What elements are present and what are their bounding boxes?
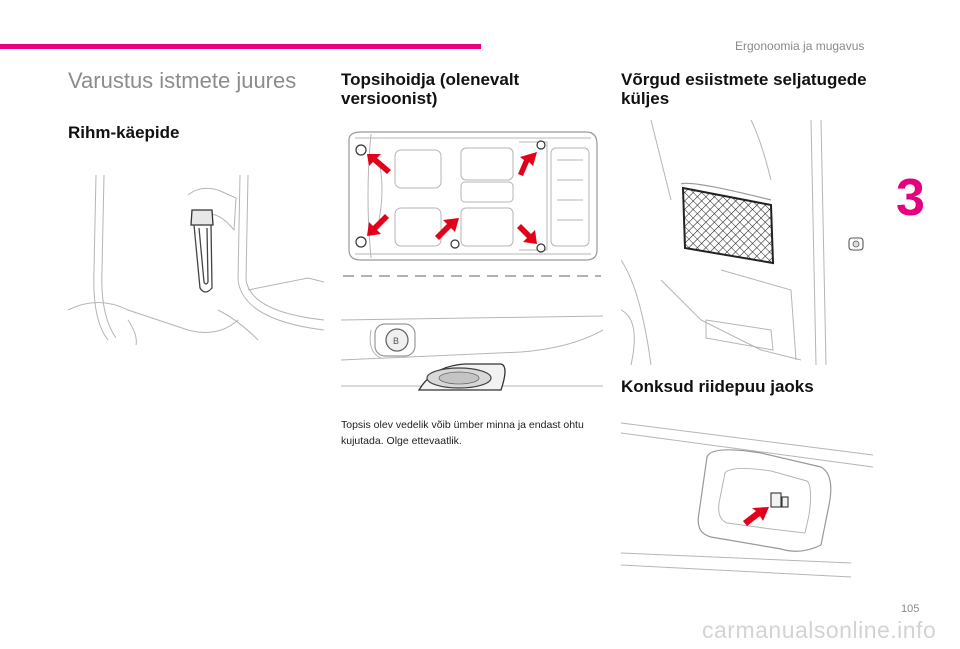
header-accent-bar: [0, 44, 481, 49]
page-number: 105: [901, 603, 920, 615]
page-title: Varustus istmete juures: [68, 68, 297, 93]
strap-handle-illustration: [68, 174, 324, 345]
cupholder-warning-note: Topsis olev vedelik võib ümber minna ja …: [341, 419, 584, 447]
clothes-hook-illustration: [621, 422, 874, 578]
heading-nets: Võrgud esiistmete seljatugede küljes: [621, 70, 867, 108]
heading-cupholder: Topsihoidja (olenevalt versioonist): [341, 70, 520, 108]
heading-strap: Rihm-käepide: [68, 123, 180, 142]
seat-back-net-illustration: [621, 120, 864, 365]
cup-holder-illustration: B: [341, 315, 603, 391]
chapter-title: Ergonoomia ja mugavus: [735, 39, 865, 53]
chapter-number: 3: [896, 169, 925, 227]
watermark: carmanualsonline.info: [702, 617, 937, 643]
svg-text:B: B: [393, 336, 399, 346]
cabin-top-view-illustration: [343, 131, 601, 277]
heading-hooks: Konksud riidepuu jaoks: [621, 377, 814, 396]
